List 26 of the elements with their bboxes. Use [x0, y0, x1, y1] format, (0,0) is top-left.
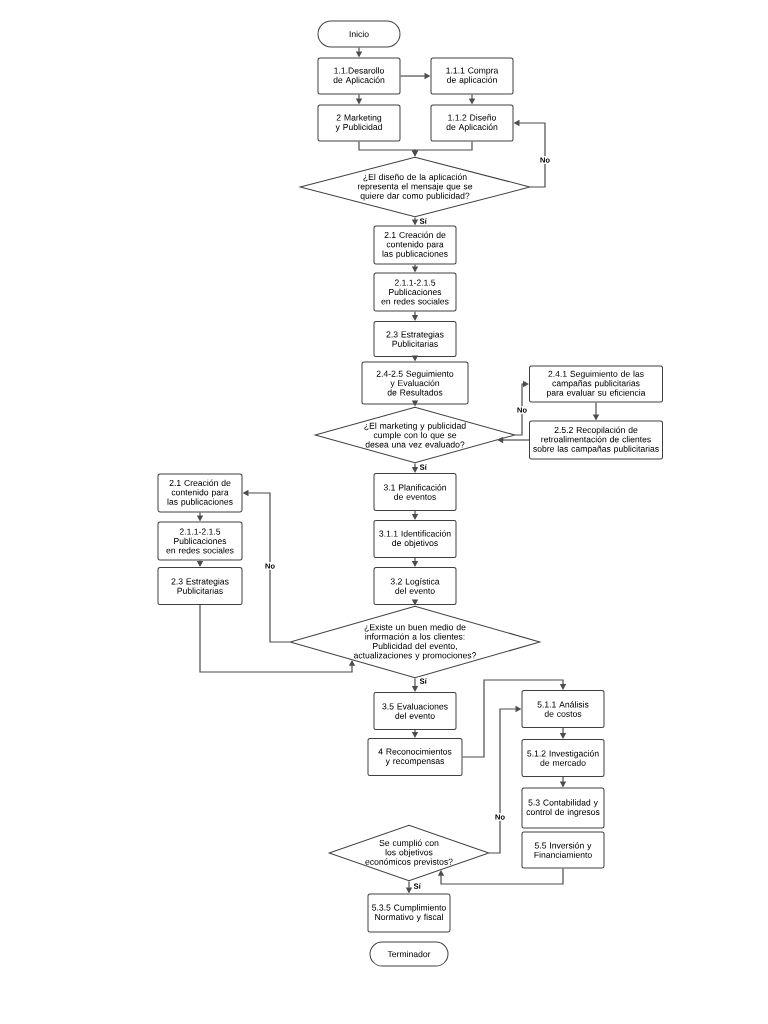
process-box: 5.3.5 Cumplimiento Normativo y fiscal	[367, 893, 451, 933]
process-box: 5.3 Contabilidad y control de ingresos	[521, 787, 605, 829]
process-box: 1.1.Desarollo de Aplicación	[317, 57, 401, 95]
process-box: 2.1.1-2.1.5 Publicaciones en redes sociales	[373, 272, 457, 312]
process-box: 5.5 Inversión y Financiamiento	[521, 831, 605, 869]
process-box: 2.3 Estrategias Publicitarias	[157, 567, 243, 605]
process-box: 2.1 Creación de contenido para las publicaciones	[157, 473, 243, 513]
arrow	[437, 867, 564, 885]
arrow	[514, 380, 529, 436]
process-box: 2.5.2 Recopilación de retroalimentación de clientes sobre las campañas publicitarias	[529, 420, 663, 460]
process-box: 2.3 Estrategias Publicitarias	[373, 321, 457, 357]
process-box: 3.1.1 Identificación de objetivos	[373, 520, 457, 558]
process-box: 5.1.2 Investigación de mercado	[521, 739, 605, 777]
process-box: 4 Reconocimientos y recompensas	[367, 738, 463, 776]
process-box: 2.1 Creación de contenido para las publicaciones	[373, 225, 457, 265]
process-box: 5.1.1 Análisis de costos	[521, 690, 605, 728]
process-box: 2.1.1-2.1.5 Publicaciones en redes sociales	[157, 521, 243, 561]
process-box: 2.4.1 Seguimiento de las campañas publicitarias para evaluar su eficiencia	[529, 365, 663, 403]
process-box: 2.4-2.5 Seguimiento y Evaluación de Resultados	[361, 361, 469, 405]
process-box: 1.1.1 Compra de aplicación	[430, 57, 514, 95]
process-box: 2 Marketing y Publicidad	[317, 104, 401, 142]
process-box: 3.5 Evaluaciones del evento	[373, 692, 457, 730]
arrow	[461, 679, 567, 758]
process-box: 3.1 Planificación de eventos	[373, 473, 457, 511]
process-box: 3.2 Logística del evento	[373, 567, 457, 605]
process-box: 1.1.2 Diseño de Aplicación	[430, 104, 514, 142]
